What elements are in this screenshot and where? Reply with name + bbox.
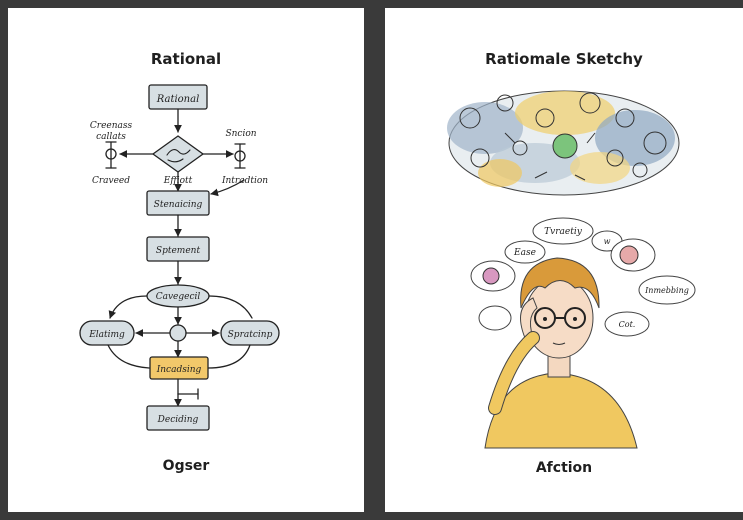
right-illustration: Tvraetiy w Ease Inmebbing Cot.	[447, 90, 696, 449]
bubble-top-text: Tvraetiy	[544, 227, 583, 237]
label-right-top: Sncion	[225, 129, 256, 139]
right-panel-footer: Afction	[535, 460, 593, 476]
rational-flowchart: Rational Creenass callats Sncion Craveed…	[79, 84, 280, 431]
bubble-right	[638, 275, 696, 305]
label-right-bottom: Intradtion	[221, 176, 268, 186]
label-final: Deciding	[157, 415, 199, 425]
label-highlight: Incadsing	[156, 365, 202, 375]
label-oval: Cavegecil	[156, 292, 201, 302]
bubble-left-lower	[478, 305, 512, 331]
bubble-top-right-text: w	[604, 237, 611, 246]
bubble-right-lower-text: Cot.	[619, 320, 636, 329]
left-panel: Rational	[8, 8, 364, 512]
right-panel-title: Ratiomale Sketchy	[485, 50, 643, 68]
right-panel: Ratiomale Sketchy	[385, 8, 743, 512]
label-step2: Stenaicing	[154, 200, 203, 210]
label-right-pill: Spratcinp	[228, 330, 273, 340]
label-step3: Sptement	[156, 246, 201, 256]
node-final-box	[146, 405, 210, 431]
idea-cloud-illustration	[447, 90, 680, 196]
node-left-pill	[79, 320, 135, 346]
label-left-top-a: Creenass	[90, 121, 133, 131]
bubble-right-lower	[604, 311, 650, 337]
bubble-right-text: Inmebbing	[644, 286, 689, 295]
label-top: Rational	[156, 94, 200, 105]
left-panel-title: Rational	[150, 50, 222, 68]
bubble-left	[504, 240, 546, 264]
node-center-circle	[169, 324, 187, 342]
node-highlight-box	[149, 356, 209, 380]
bubble-left-text: Ease	[513, 248, 536, 258]
label-left-top-b: callats	[96, 132, 126, 142]
left-panel-footer: Ogser	[162, 458, 210, 474]
bubble-top	[532, 217, 594, 245]
label-left-bottom: Craveed	[92, 176, 130, 186]
label-center-bottom: Effiott	[163, 176, 193, 186]
pig-icon-left	[482, 267, 500, 285]
label-left-pill: Elatimg	[88, 330, 125, 340]
pig-icon-right	[619, 245, 639, 265]
thinking-person-illustration	[484, 257, 638, 449]
node-decision-diamond	[151, 135, 205, 173]
